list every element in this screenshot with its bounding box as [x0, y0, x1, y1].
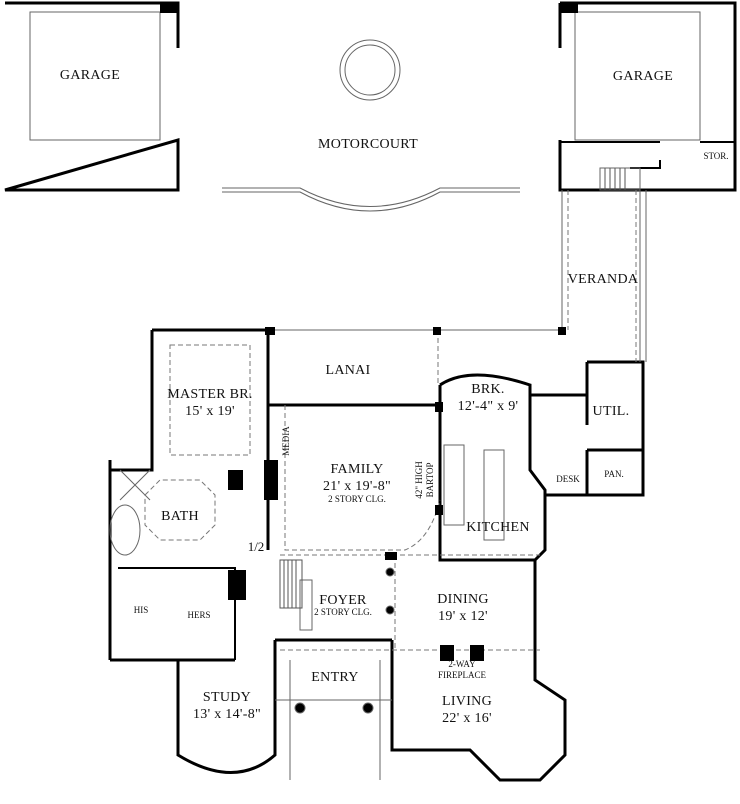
- pantry-label: PAN.: [604, 469, 624, 479]
- his-closet-label: HIS: [133, 605, 149, 615]
- master-bedroom-size: 15' x 19': [185, 404, 235, 419]
- garage-left-label: GARAGE: [59, 68, 121, 83]
- hers-closet-label: HERS: [187, 610, 211, 620]
- bartop-label-2: BARTOP: [425, 462, 436, 498]
- living-size: 22' x 16': [442, 711, 492, 726]
- media-label: MEDIA: [281, 426, 292, 456]
- living-walls: [390, 560, 567, 782]
- foyer-label: FOYER: [319, 593, 367, 608]
- master-bedroom-label: MASTER BR.: [167, 387, 253, 402]
- breakfast-label: BRK.: [471, 382, 505, 397]
- family-label: FAMILY: [330, 462, 384, 477]
- bath-label: BATH: [161, 509, 199, 524]
- garage-left-walls: [4, 1, 180, 192]
- breakfast-size: 12'-4" x 9': [457, 399, 519, 414]
- motorcourt-label: MOTORCOURT: [318, 137, 418, 152]
- study-size: 13' x 14'-8": [192, 707, 262, 722]
- half-bath-label: 1/2: [247, 539, 265, 554]
- garage-right-label: GARAGE: [612, 69, 674, 84]
- study-label: STUDY: [202, 690, 252, 705]
- entry-label: ENTRY: [311, 670, 359, 685]
- fireplace-label-2: FIREPLACE: [437, 670, 487, 680]
- dining-size: 19' x 12': [438, 609, 488, 624]
- foyer-note: 2 STORY CLG.: [314, 607, 372, 617]
- bartop-label-1: 42" HIGH: [414, 461, 425, 499]
- dining-label: DINING: [437, 592, 489, 607]
- family-note: 2 STORY CLG.: [328, 494, 386, 504]
- kitchen-label: KITCHEN: [466, 520, 530, 535]
- storage-label: STOR.: [703, 151, 729, 161]
- lanai-label: LANAI: [325, 363, 371, 378]
- garage-right-walls: [558, 1, 737, 192]
- veranda-label: VERANDA: [567, 272, 639, 287]
- living-label: LIVING: [441, 694, 493, 709]
- family-size: 21' x 19'-8": [322, 479, 392, 494]
- fireplace-label-1: 2-WAY: [448, 659, 476, 669]
- study-walls: [176, 640, 277, 774]
- desk-label: DESK: [556, 474, 580, 484]
- utility-label: UTIL.: [592, 404, 630, 419]
